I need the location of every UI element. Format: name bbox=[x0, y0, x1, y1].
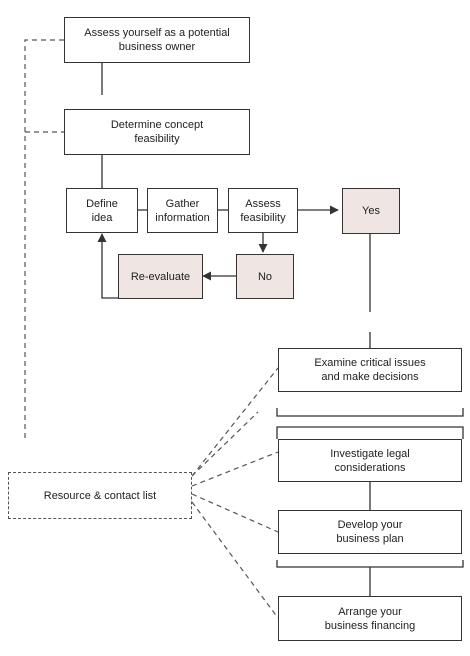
concept-feasibility-box: Determine concept feasibility bbox=[64, 109, 250, 155]
assess-feasibility-box: Assess feasibility bbox=[228, 188, 298, 233]
business-plan-box: Develop your business plan bbox=[278, 510, 462, 554]
plan-line-2: business plan bbox=[336, 533, 404, 545]
dashed-link-resources-plan bbox=[191, 493, 279, 533]
bracket-plan bbox=[276, 560, 464, 568]
legal-line-1: Investigate legal bbox=[330, 447, 410, 460]
arrow-reevaluate-to-define bbox=[97, 233, 118, 299]
concept-line-1: Determine concept bbox=[110, 119, 204, 131]
reevaluate-box: Re-evaluate bbox=[118, 254, 203, 299]
dashed-link-resources-financing bbox=[191, 501, 279, 619]
financing-line-2: business financing bbox=[324, 619, 416, 632]
financing-line-1: Arrange your bbox=[338, 605, 402, 618]
dashed-link-assess-self bbox=[24, 39, 64, 440]
dashed-link-resources-legal bbox=[191, 451, 279, 487]
define-line-1: Define bbox=[86, 197, 118, 210]
examine-line-1: Examine critical issues bbox=[314, 357, 426, 369]
reevaluate-label: Re-evaluate bbox=[130, 270, 191, 283]
assess-feas-line-1: Assess bbox=[245, 197, 281, 210]
define-line-2: idea bbox=[91, 211, 113, 224]
resource-contact-list-box: Resource & contact list bbox=[8, 472, 192, 519]
resources-label: Resource & contact list bbox=[43, 489, 157, 502]
legal-considerations-box: Investigate legal considerations bbox=[278, 439, 462, 482]
yes-box: Yes bbox=[342, 188, 400, 234]
business-financing-box: Arrange your business financing bbox=[278, 596, 462, 641]
no-box: No bbox=[236, 254, 294, 299]
concept-line-2: feasibility bbox=[134, 133, 180, 145]
assess-self-line-2: business owner bbox=[118, 41, 196, 53]
bracket-examine bbox=[276, 408, 464, 417]
plan-line-1: Develop your bbox=[337, 519, 403, 531]
assess-self-line-1: Assess yourself as a potential bbox=[84, 27, 230, 39]
define-idea-box: Define idea bbox=[66, 188, 138, 233]
gather-information-box: Gather information bbox=[147, 188, 218, 233]
dashed-link-resources-examine-a bbox=[191, 367, 279, 477]
no-label: No bbox=[257, 270, 273, 283]
examine-line-2: and make decisions bbox=[321, 371, 419, 383]
legal-line-2: considerations bbox=[334, 461, 406, 474]
examine-issues-box: Examine critical issues and make decisio… bbox=[278, 348, 462, 392]
gather-line-1: Gather bbox=[165, 197, 200, 210]
assess-self-box: Assess yourself as a potential business … bbox=[64, 17, 250, 63]
gather-line-2: information bbox=[155, 211, 210, 224]
yes-label: Yes bbox=[362, 205, 380, 217]
bracket-legal-top bbox=[276, 426, 464, 439]
assess-feas-line-2: feasibility bbox=[240, 211, 286, 224]
dashed-link-resources-examine-b bbox=[191, 411, 259, 477]
